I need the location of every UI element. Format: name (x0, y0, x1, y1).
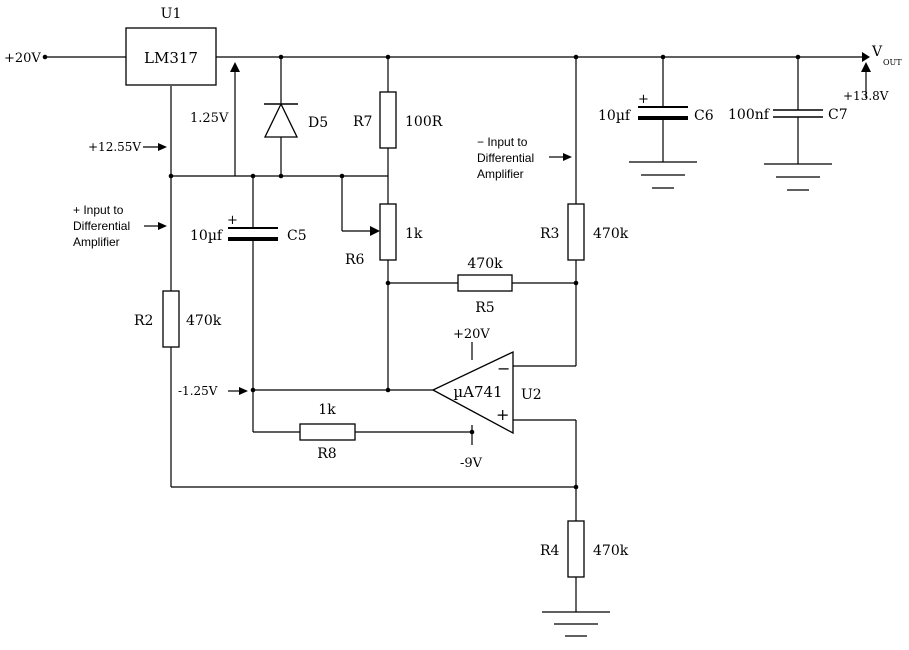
plus-input-line-3: Amplifier (73, 235, 120, 249)
regulator-u1: LM317 U1 (125, 6, 217, 86)
ground-c6 (629, 161, 697, 189)
ref-drop-label: 1.25V (190, 111, 229, 126)
r4-ref-label: R4 (540, 543, 560, 559)
supply-input-label: +20V (4, 51, 41, 66)
resistor-r7: R7 100R (353, 91, 443, 149)
opamp-noninverting-sign: + (496, 405, 509, 424)
capacitor-c7: 100nf C7 (728, 107, 848, 123)
resistor-r3: R3 470k (540, 203, 629, 261)
resistor-r2: R2 470k (134, 290, 222, 348)
c5-polarity: + (227, 213, 238, 228)
output-label-subscript: OUT (883, 58, 902, 67)
minus-input-annotation: − Input to Differential Amplifier (477, 135, 572, 181)
opamp-neg-supply-label: -9V (460, 456, 483, 471)
opamp-part-label: µA741 (453, 383, 502, 401)
r3-ref-label: R3 (540, 226, 559, 242)
d5-ref-label: D5 (308, 115, 328, 131)
c7-ref-label: C7 (828, 107, 848, 123)
capacitor-c5: + 10µf C5 (190, 213, 307, 244)
output-voltage-label: +13.8V (843, 89, 889, 103)
adj-voltage-label: +12.55V (88, 140, 141, 154)
plus-input-annotation: + Input to Differential Amplifier (73, 203, 167, 249)
minus-input-line-1: − Input to (477, 135, 528, 149)
minus-input-line-2: Differential (477, 151, 534, 165)
resistor-r4: R4 470k (540, 520, 629, 578)
output-label: V (871, 44, 883, 60)
minus-input-line-3: Amplifier (477, 167, 524, 181)
plus-input-line-1: + Input to (73, 203, 124, 217)
c6-ref-label: C6 (694, 108, 714, 124)
resistor-r8: 1k R8 (299, 402, 356, 462)
c6-polarity: + (638, 92, 649, 107)
c7-value-label: 100nf (728, 107, 771, 123)
capacitor-c6: + 10µf C6 (598, 92, 714, 124)
c5-ref-label: C5 (287, 228, 307, 244)
adj-voltage-marker: +12.55V (88, 140, 167, 154)
potentiometer-r6: R6 1k (345, 203, 423, 268)
r7-value-label: 100R (405, 114, 443, 130)
neg-ref-label: -1.25V (178, 384, 218, 398)
r7-ref-label: R7 (353, 114, 372, 130)
r5-value-label: 470k (467, 256, 503, 272)
ground-c7 (764, 163, 832, 191)
neg-ref-marker: -1.25V (178, 384, 248, 398)
opamp-ref-label: U2 (521, 387, 542, 403)
r6-value-label: 1k (405, 226, 423, 242)
r8-value-label: 1k (318, 402, 336, 418)
c5-value-label: 10µf (190, 228, 224, 244)
ref-drop-marker: 1.25V (190, 62, 240, 126)
regulator-part-label: LM317 (144, 49, 198, 67)
output-terminal: V OUT (862, 44, 902, 67)
c6-value-label: 10µf (598, 108, 632, 124)
r3-value-label: 470k (593, 226, 629, 242)
regulator-ref-label: U1 (161, 6, 182, 22)
r5-ref-label: R5 (475, 300, 494, 316)
opamp-inverting-sign: − (497, 359, 510, 378)
ground-r4 (542, 611, 610, 637)
resistor-r5: 470k R5 (457, 256, 513, 316)
diode-d5: D5 (263, 102, 328, 138)
r2-value-label: 470k (186, 313, 222, 329)
junction-dots (42, 54, 801, 490)
r4-value-label: 470k (593, 543, 629, 559)
opamp-pos-supply-label: +20V (453, 327, 490, 342)
plus-input-line-2: Differential (73, 219, 130, 233)
opamp-u2: µA741 − + U2 +20V -9V (431, 327, 542, 471)
output-voltage-arrow: +13.8V (843, 62, 889, 103)
r2-ref-label: R2 (134, 313, 153, 329)
r8-ref-label: R8 (317, 446, 336, 462)
r6-ref-label: R6 (345, 252, 365, 268)
